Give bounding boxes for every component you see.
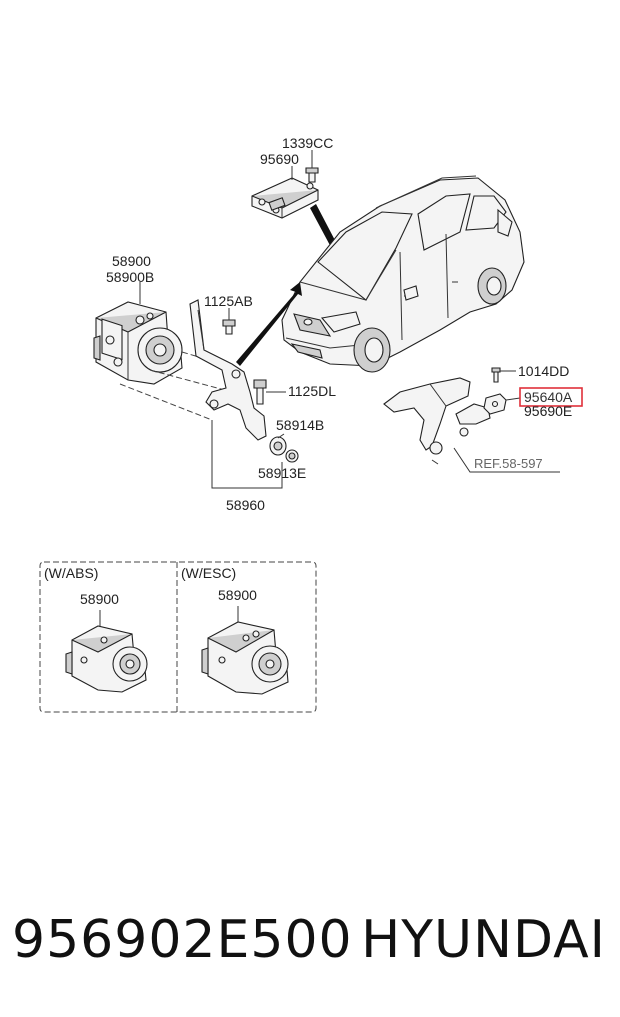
label-58900b: 58900B <box>106 269 154 285</box>
label-95690: 95690 <box>260 151 299 167</box>
bolt-1125ab <box>222 319 236 335</box>
grommet-58914b <box>269 436 287 456</box>
sensor-module-95690 <box>251 177 319 219</box>
label-95640a: 95640A <box>524 389 573 405</box>
variant-esc-part: 58900 <box>218 587 257 603</box>
variant-esc-title: (W/ESC) <box>181 565 236 581</box>
highlight-box-95640a <box>519 387 583 407</box>
screw-1014dd <box>491 367 501 383</box>
vehicle-illustration <box>281 175 525 373</box>
label-1339cc: 1339CC <box>282 135 333 151</box>
sensor-95640a <box>483 393 507 415</box>
pedal-bracket <box>383 377 491 465</box>
part-number: 956902E500 <box>12 910 353 970</box>
abs-unit-small <box>65 625 148 693</box>
label-58960: 58960 <box>226 497 265 513</box>
abs-hydraulic-unit <box>93 301 183 385</box>
variant-abs-title: (W/ABS) <box>44 565 98 581</box>
variant-abs-part: 58900 <box>80 591 119 607</box>
footer: 956902E500 HYUNDAI <box>0 900 620 980</box>
parts-diagram: 1339CC 95690 <box>39 135 583 713</box>
label-1125ab: 1125AB <box>204 293 253 309</box>
label-1014dd: 1014DD <box>518 363 569 379</box>
collar-58913e <box>285 449 299 463</box>
label-ref-58-597: REF.58-597 <box>474 456 543 471</box>
label-95690e: 95690E <box>524 403 572 419</box>
bracket-58960 <box>189 299 267 441</box>
esc-unit-small <box>201 621 289 695</box>
label-58914b: 58914B <box>276 417 324 433</box>
brand-name: HYUNDAI <box>361 910 606 970</box>
label-1125dl: 1125DL <box>288 383 336 399</box>
label-58900: 58900 <box>112 253 151 269</box>
bolt-1339cc <box>305 167 319 183</box>
variant-box <box>39 561 317 713</box>
bolt-1125dl <box>253 379 267 405</box>
arrow-bracket-to-car <box>236 282 302 366</box>
